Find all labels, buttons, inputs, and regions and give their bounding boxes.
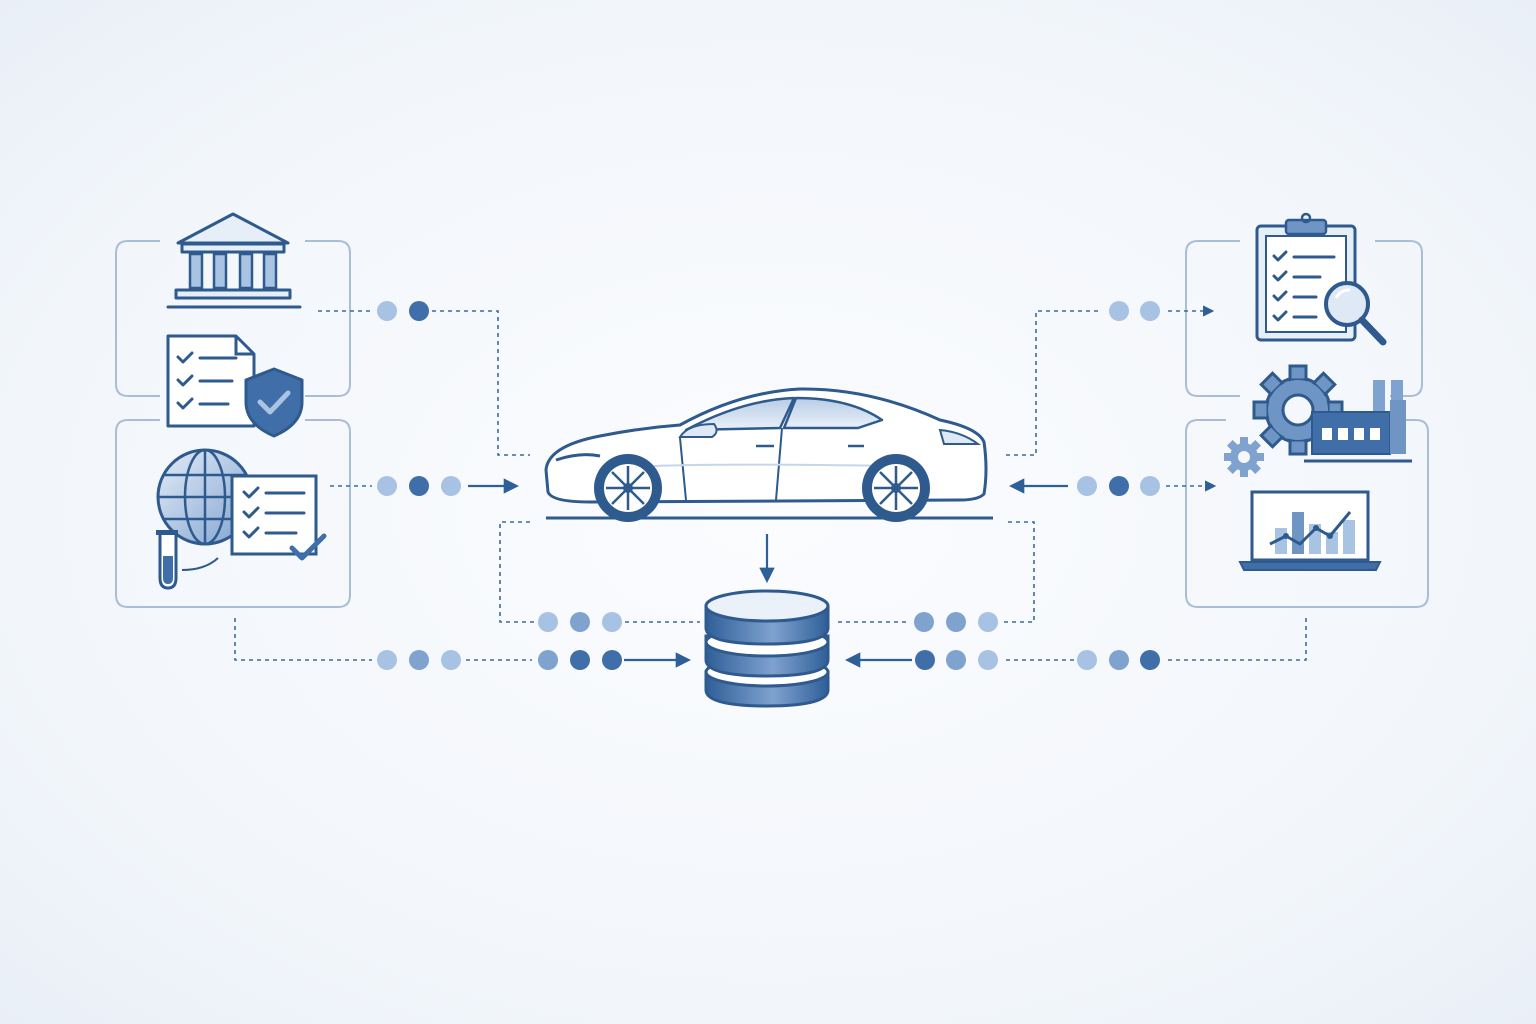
- connectors: [234, 305, 1307, 668]
- front-wheel: [594, 454, 662, 522]
- left-panel-frames: [115, 240, 351, 608]
- magnifier-icon: [1324, 281, 1387, 346]
- government-building-icon: [166, 212, 302, 309]
- rear-wheel: [862, 454, 930, 522]
- checklist-icon: [230, 474, 327, 561]
- factory-icon: [1304, 380, 1412, 463]
- compliance-document-icon: [166, 334, 256, 428]
- right-panel-frames: [1185, 240, 1429, 608]
- test-tube-icon: [156, 530, 219, 590]
- database-icon: [704, 589, 830, 708]
- flow-dots: [377, 301, 1160, 670]
- car-icon: [544, 387, 993, 522]
- analytics-laptop-icon: [1238, 490, 1382, 571]
- security-shield-icon: [244, 367, 304, 438]
